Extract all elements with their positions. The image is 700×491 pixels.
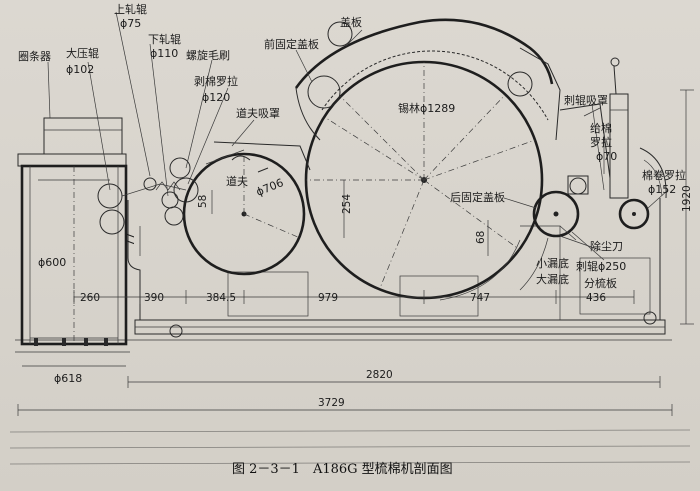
- label-mote-knife: 除尘刀: [590, 239, 623, 253]
- vertical-dimensions: [139, 89, 694, 325]
- dim-260: 260: [80, 292, 100, 304]
- label-coiler: 圈条器: [18, 49, 51, 63]
- label-spiral-brush: 螺旋毛刷: [186, 48, 230, 62]
- dim-77: 77: [125, 233, 137, 246]
- horizontal-dimensions: [17, 290, 673, 416]
- dim-384-5: 384.5: [206, 292, 236, 304]
- label-calender-upper: 上轧辊: [114, 2, 147, 16]
- dim-390: 390: [144, 292, 164, 304]
- label-cover: 盖板: [340, 15, 362, 29]
- label-feed-roller-dia: ϕ70: [596, 150, 617, 163]
- label-stripping-roller-dia: ϕ120: [202, 91, 230, 104]
- label-doffer-dia: ϕ706: [254, 176, 285, 199]
- label-licker-in: 刺辊ϕ250: [576, 259, 626, 273]
- dim-979: 979: [318, 292, 338, 304]
- doffer: [182, 141, 311, 276]
- dim-68: 68: [475, 231, 487, 244]
- label-stripping-roller: 剥棉罗拉: [194, 74, 238, 88]
- label-back-plate: 后固定盖板: [450, 190, 505, 204]
- label-calender-upper-dia: ϕ75: [120, 17, 141, 30]
- label-big-press-dia: ϕ102: [66, 63, 94, 76]
- label-licker-hood: 刺辊吸罩: [564, 93, 608, 107]
- label-dividing-plate: 分梳板: [584, 276, 617, 290]
- delivery-rollers: [97, 157, 199, 235]
- label-lap-roller-dia: ϕ152: [648, 183, 676, 196]
- dim-254: 254: [341, 194, 353, 214]
- label-can-dia: ϕ600: [38, 256, 66, 269]
- label-small-grid: 小漏底: [536, 256, 569, 270]
- cylinder: [304, 50, 549, 300]
- dimension-values: 1920 58 254 77 68 260 390 384.5 979 747 …: [80, 185, 693, 409]
- label-cylinder: 锡林ϕ1289: [398, 101, 455, 115]
- coiler-assembly: [17, 117, 128, 346]
- licker-in-assembly: [439, 57, 667, 301]
- dim-3729: 3729: [318, 397, 345, 409]
- label-big-grid: 大漏底: [536, 272, 569, 286]
- label-front-plate: 前固定盖板: [264, 37, 319, 51]
- label-feed-roller-2: 罗拉: [590, 135, 612, 149]
- label-lap-roller: 棉卷罗拉: [642, 168, 686, 182]
- label-feed-roller-1: 给棉: [590, 121, 612, 135]
- cover-housing: [294, 18, 561, 141]
- label-big-press: 大压辊: [66, 46, 99, 60]
- component-labels: 圈条器 上轧辊 ϕ75 下轧辊 ϕ110 大压辊 ϕ102 螺旋毛刷 剥棉罗拉 …: [18, 2, 686, 385]
- label-doffer: 道夫: [226, 174, 248, 188]
- label-calender-lower: 下轧辊: [148, 32, 181, 46]
- dim-747: 747: [470, 292, 490, 304]
- label-doffer-hood: 道夫吸罩: [236, 106, 280, 120]
- dim-58: 58: [197, 195, 209, 208]
- bleed-through-text: [9, 429, 691, 465]
- figure-caption: 图 2－3－1 A186G 型梳棉机剖面图: [232, 462, 453, 477]
- label-can-base-dia: ϕ618: [54, 372, 82, 385]
- label-calender-lower-dia: ϕ110: [150, 47, 178, 60]
- leader-lines: [47, 11, 669, 261]
- dim-436: 436: [586, 292, 606, 304]
- dim-2820: 2820: [366, 369, 393, 381]
- machine-frame: [15, 198, 672, 353]
- dim-1920: 1920: [681, 185, 693, 212]
